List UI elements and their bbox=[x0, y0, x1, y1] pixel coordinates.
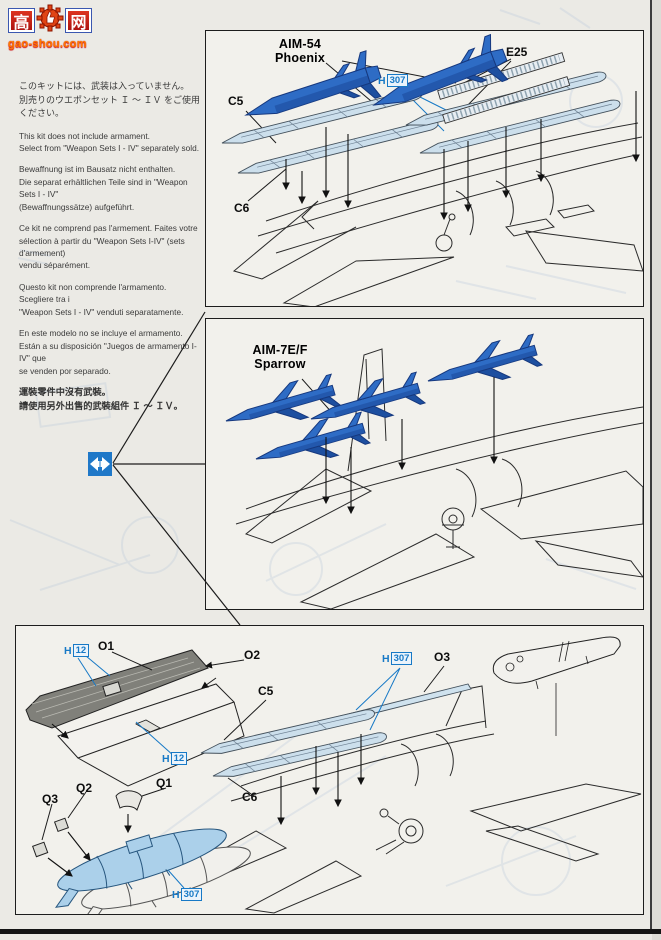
label-sparrow: Sparrow bbox=[254, 357, 306, 372]
h307-prefix: H bbox=[382, 652, 390, 665]
part-label-e25: E25 bbox=[506, 45, 528, 59]
gaoshou-watermark: 高 网 gao-shou.com bbox=[8, 4, 108, 50]
armament-note-block: このキットには、武装は入っていません。 別売りのウエポンセット Ｉ ～ ＩＶ を… bbox=[19, 80, 201, 423]
h12-number: 12 bbox=[72, 644, 90, 657]
h12-prefix: H bbox=[162, 752, 170, 765]
note-fr-line1: Ce kit ne comprend pas l'armement. Faite… bbox=[19, 223, 198, 234]
note-zh-line1: 運裝零件中沒有武裝。 bbox=[19, 386, 111, 397]
note-de-line1: Bewaffnung ist im Bausatz nicht enthalte… bbox=[19, 164, 176, 175]
label-phoenix: Phoenix bbox=[274, 51, 326, 66]
note-fr-line2: sélection à partir du "Weapon Sets I-IV"… bbox=[19, 235, 185, 258]
part-label-c5: C5 bbox=[228, 94, 244, 108]
note-es-line1: En este modelo no se incluye el armament… bbox=[19, 328, 183, 339]
label-aim7ef: AIM-7E/F bbox=[252, 343, 308, 357]
note-jp-line1: このキットには、武装は入っていません。 bbox=[19, 81, 190, 91]
logo-char-left: 高 bbox=[8, 8, 35, 33]
logo-char-right: 网 bbox=[65, 8, 92, 33]
h307-number: 307 bbox=[180, 888, 203, 901]
part-label-q1: Q1 bbox=[156, 776, 173, 790]
note-de-line2: Die separat erhältlichen Teile sind in "… bbox=[19, 176, 188, 200]
part-label-o3: O3 bbox=[434, 650, 451, 664]
pallet-diagram-art bbox=[25, 636, 642, 914]
page-paper-edge bbox=[652, 0, 661, 940]
part-label-c6: C6 bbox=[234, 201, 250, 215]
h12-prefix: H bbox=[64, 644, 72, 657]
note-jp-line2: 別売りのウエポンセット Ｉ ～ ＩＶ をご使用ください。 bbox=[19, 94, 201, 119]
part-label-c5: C5 bbox=[258, 684, 274, 698]
part-label-q2: Q2 bbox=[76, 781, 93, 795]
part-label-q3: Q3 bbox=[42, 792, 59, 806]
part-label-c6: C6 bbox=[242, 790, 258, 804]
part-label-o2: O2 bbox=[244, 648, 261, 662]
h307-prefix: H bbox=[172, 888, 180, 901]
note-it-line1: Questo kit non comprende l'armamento. Sc… bbox=[19, 281, 167, 305]
aim54-diagram-art bbox=[220, 31, 643, 306]
logo-domain: gao-shou.com bbox=[8, 38, 87, 50]
label-aim54: AIM-54 bbox=[278, 37, 322, 51]
gear-thumb-icon bbox=[36, 4, 64, 37]
h307-number: 307 bbox=[390, 652, 413, 665]
label-aim54-phoenix: AIM-54 Phoenix bbox=[258, 37, 342, 66]
part-label-o1: O1 bbox=[98, 639, 115, 653]
aim7-diagram-art bbox=[220, 330, 643, 609]
label-aim7ef-sparrow: AIM-7E/F Sparrow bbox=[238, 343, 322, 372]
both-sides-icon bbox=[88, 452, 112, 476]
note-es-line3: se venden por separado. bbox=[19, 365, 111, 376]
h307-number: 307 bbox=[386, 74, 409, 87]
note-es-line2: Están a su disposición "Juegos de armame… bbox=[19, 340, 197, 364]
note-de-line3: (Bewaffnungssätze) aufgeführt. bbox=[19, 201, 135, 212]
note-en-line1: This kit does not include armament. bbox=[19, 130, 150, 141]
note-fr-line3: vendu séparément. bbox=[19, 260, 91, 271]
diagram-aim7-sparrow: AIM-7E/F Sparrow bbox=[205, 318, 644, 610]
h12-number: 12 bbox=[170, 752, 188, 765]
note-zh-line2: 請使用另外出售的武裝組件 Ｉ ～ ＩＶ。 bbox=[19, 400, 183, 411]
note-it-line2: "Weapon Sets I - IV" venduti separatamen… bbox=[19, 306, 184, 317]
h307-prefix: H bbox=[378, 74, 386, 87]
page-right-edge-line bbox=[650, 0, 652, 931]
note-en-line2: Select from "Weapon Sets I - IV" separat… bbox=[19, 142, 200, 153]
page-bottom-edge-line bbox=[0, 929, 661, 934]
